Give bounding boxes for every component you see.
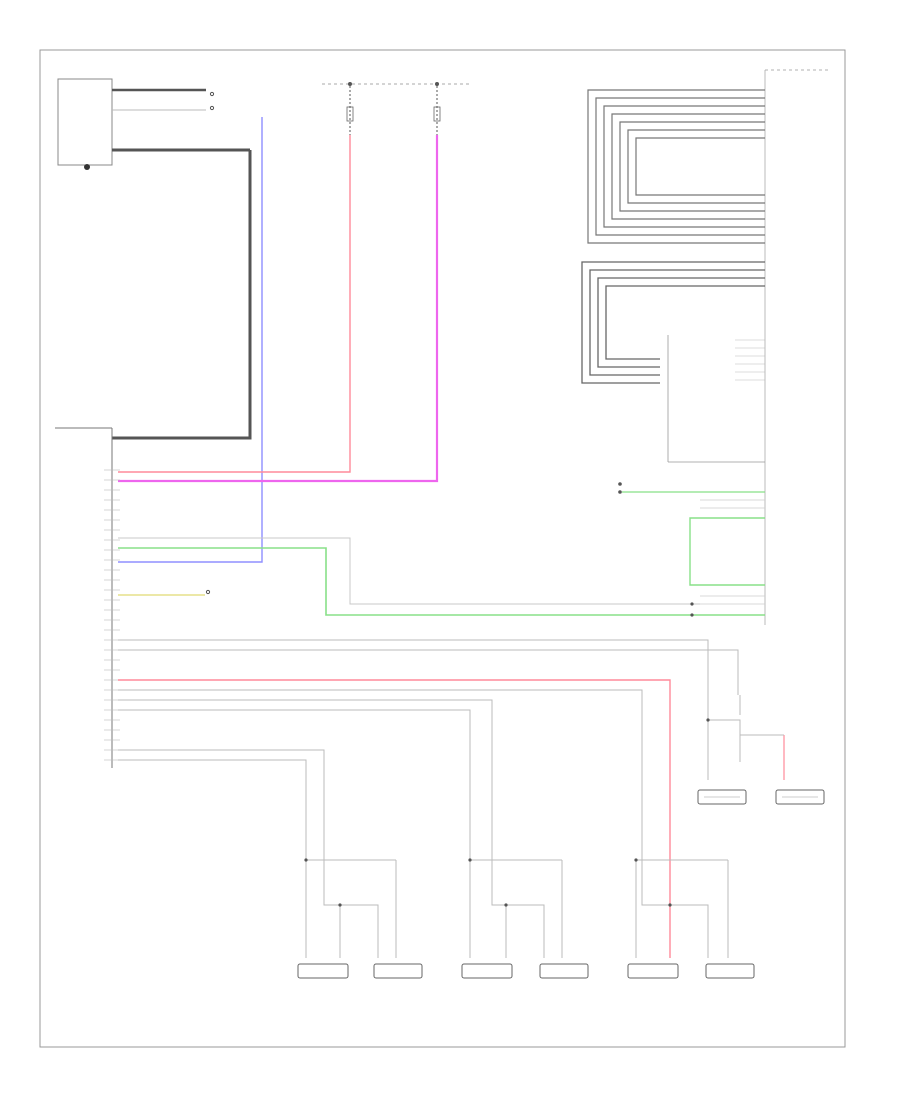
wire-red: [118, 135, 351, 473]
right-front-speaker-group: [697, 695, 825, 805]
wire-blue: [118, 117, 263, 563]
left-rear-speaker-group: [627, 859, 755, 979]
ground-icon: [84, 164, 90, 170]
speaker-icon: [775, 789, 825, 805]
wire-green: [118, 547, 700, 616]
diagram-border: [39, 49, 846, 1048]
main-connector-block: [55, 427, 120, 768]
left-front-speaker-group: [297, 859, 423, 979]
connector-terminal-icon: [209, 91, 215, 97]
fuse-box-top: [322, 82, 470, 135]
speaker-icon: [461, 963, 513, 979]
speaker-icon: [539, 963, 589, 979]
radio-module-box: [57, 78, 113, 166]
connector-terminal-icon: [205, 589, 211, 595]
speaker-icon: [697, 789, 747, 805]
right-module-middle: [581, 261, 765, 463]
right-rear-door-speaker: [461, 963, 513, 979]
fuse-icon: [433, 106, 441, 122]
right-front-door-speaker: [697, 789, 747, 805]
connector-terminal-icon: [618, 490, 622, 494]
wire-magenta: [118, 135, 439, 483]
speaker-icon: [627, 963, 679, 979]
speaker-icon: [373, 963, 423, 979]
splice-points: [304, 718, 710, 907]
wire-gray: [118, 537, 700, 605]
right-rear-tweeter: [539, 963, 589, 979]
right-module-bottom: [618, 470, 766, 625]
connector-terminal-icon: [209, 105, 215, 111]
radio-module: [57, 78, 250, 170]
left-front-door-speaker: [297, 963, 349, 979]
connector-terminal-icon: [618, 482, 622, 486]
left-rear-tweeter: [705, 963, 755, 979]
right-rear-speaker-group: [461, 859, 589, 979]
speaker-icon: [297, 963, 349, 979]
fuse-icon: [346, 106, 354, 122]
left-front-tweeter: [373, 963, 423, 979]
speaker-icon: [705, 963, 755, 979]
left-rear-door-speaker: [627, 963, 679, 979]
right-front-tweeter: [775, 789, 825, 805]
wire-red: [118, 679, 671, 958]
